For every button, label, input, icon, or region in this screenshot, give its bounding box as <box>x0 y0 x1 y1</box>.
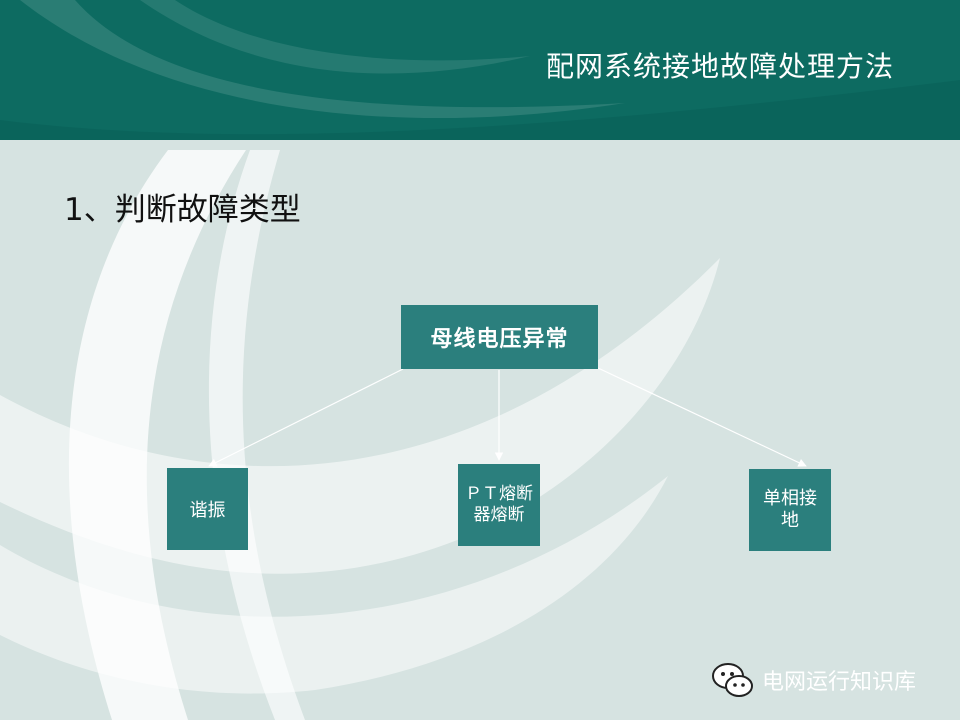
child-node-pt-fuse-blown: ＰＴ熔断器熔断 <box>458 464 540 546</box>
section-heading: 1、判断故障类型 <box>64 192 301 228</box>
root-node-bus-voltage-abnormal: 母线电压异常 <box>401 305 598 369</box>
slide-title: 配网系统接地故障处理方法 <box>545 50 894 83</box>
single-phase-ground-label: 单相接地 <box>763 488 817 531</box>
root-node-label: 母线电压异常 <box>430 327 569 352</box>
title-banner: 配网系统接地故障处理方法 <box>0 0 960 140</box>
banner-swoosh-art <box>0 0 960 140</box>
child-node-single-phase-ground: 单相接地 <box>749 469 831 551</box>
child-node-resonance: 谐振 <box>167 468 248 550</box>
pt-fuse-label: ＰＴ熔断器熔断 <box>465 484 533 525</box>
watermark: 电网运行知识库 <box>710 661 916 699</box>
resonance-label: 谐振 <box>189 500 226 521</box>
watermark-text: 电网运行知识库 <box>762 670 917 695</box>
wechat-icon <box>712 663 753 697</box>
